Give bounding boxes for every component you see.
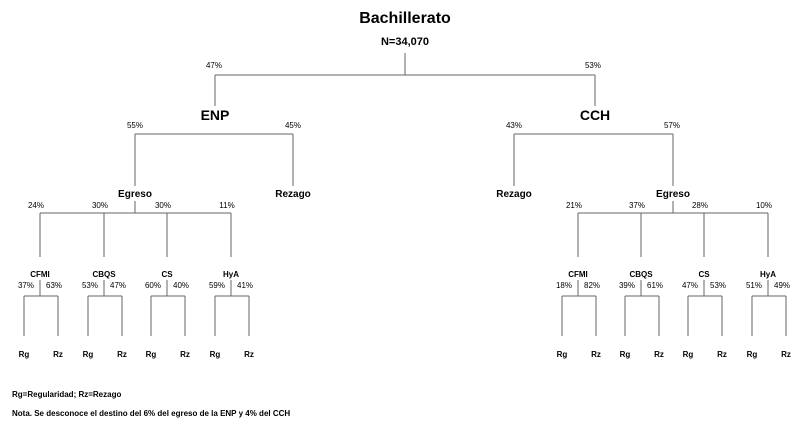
cch-cfmi-rg-share: 18% xyxy=(556,281,572,290)
enp-cbqs-node: CBQS xyxy=(92,270,116,279)
cch-egreso-share: 57% xyxy=(664,121,680,130)
enp-cs-rz-share: 40% xyxy=(173,281,189,290)
cch-node: CCH xyxy=(580,107,610,123)
cch-cfmi-rz-leaf: Rz xyxy=(591,350,601,359)
enp-cbqs-share: 30% xyxy=(92,201,108,210)
cch-cs-rz-leaf: Rz xyxy=(717,350,727,359)
cch-hya-rg-leaf: Rg xyxy=(747,350,758,359)
enp-cfmi-share: 24% xyxy=(28,201,44,210)
enp-hya-share: 11% xyxy=(219,201,234,210)
enp-cbqs-rg-leaf: Rg xyxy=(83,350,94,359)
enp-cs-node: CS xyxy=(161,270,173,279)
enp-cfmi-rz-leaf: Rz xyxy=(53,350,63,359)
cch-cbqs-share: 37% xyxy=(629,201,645,210)
cch-cfmi-node: CFMI xyxy=(568,270,588,279)
note-text: Nota. Se desconoce el destino del 6% del… xyxy=(12,409,290,418)
enp-cfmi-rg-leaf: Rg xyxy=(19,350,30,359)
cch-cfmi-rg-leaf: Rg xyxy=(557,350,568,359)
cch-cs-rg-leaf: Rg xyxy=(683,350,694,359)
cch-cs-share: 28% xyxy=(692,201,708,210)
enp-cs-rg-share: 60% xyxy=(145,281,161,290)
enp-cbqs-rg-share: 53% xyxy=(82,281,98,290)
enp-cs-rz-leaf: Rz xyxy=(180,350,190,359)
enp-cfmi-rg-share: 37% xyxy=(18,281,34,290)
cch-cs-rz-share: 53% xyxy=(710,281,726,290)
enp-egreso-node: Egreso xyxy=(118,189,152,200)
cch-egreso-node: Egreso xyxy=(656,189,690,200)
cch-hya-node: HyA xyxy=(760,270,776,279)
enp-hya-node: HyA xyxy=(223,270,239,279)
enp-cs-share: 30% xyxy=(155,201,171,210)
cch-cs-node: CS xyxy=(698,270,710,279)
enp-cfmi-node: CFMI xyxy=(30,270,50,279)
enp-cs-rg-leaf: Rg xyxy=(146,350,157,359)
cch-rezago-node: Rezago xyxy=(496,189,532,200)
enp-rezago-share: 45% xyxy=(285,121,301,130)
cch-hya-share: 10% xyxy=(756,201,772,210)
cch-cbqs-rg-share: 39% xyxy=(619,281,635,290)
cch-cfmi-share: 21% xyxy=(566,201,582,210)
enp-share: 47% xyxy=(206,61,222,70)
legend-text: Rg=Regularidad; Rz=Rezago xyxy=(12,390,121,399)
cch-hya-rz-share: 49% xyxy=(774,281,790,290)
enp-cbqs-rz-leaf: Rz xyxy=(117,350,127,359)
enp-hya-rz-share: 41% xyxy=(237,281,253,290)
enp-cbqs-rz-share: 47% xyxy=(110,281,126,290)
enp-cfmi-rz-share: 63% xyxy=(46,281,62,290)
cch-cfmi-rz-share: 82% xyxy=(584,281,600,290)
cch-rezago-share: 43% xyxy=(506,121,522,130)
enp-hya-rz-leaf: Rz xyxy=(244,350,254,359)
cch-cbqs-rz-share: 61% xyxy=(647,281,663,290)
enp-egreso-share: 55% xyxy=(127,121,143,130)
total-count: N=34,070 xyxy=(381,36,429,48)
cch-cbqs-node: CBQS xyxy=(629,270,653,279)
enp-hya-rg-leaf: Rg xyxy=(210,350,221,359)
enp-node: ENP xyxy=(201,107,230,123)
cch-hya-rg-share: 51% xyxy=(746,281,762,290)
enp-hya-rg-share: 59% xyxy=(209,281,225,290)
cch-cbqs-rg-leaf: Rg xyxy=(620,350,631,359)
enp-rezago-node: Rezago xyxy=(275,189,311,200)
cch-share: 53% xyxy=(585,61,601,70)
diagram-title: Bachillerato xyxy=(359,10,451,27)
cch-hya-rz-leaf: Rz xyxy=(781,350,791,359)
cch-cbqs-rz-leaf: Rz xyxy=(654,350,664,359)
cch-cs-rg-share: 47% xyxy=(682,281,698,290)
